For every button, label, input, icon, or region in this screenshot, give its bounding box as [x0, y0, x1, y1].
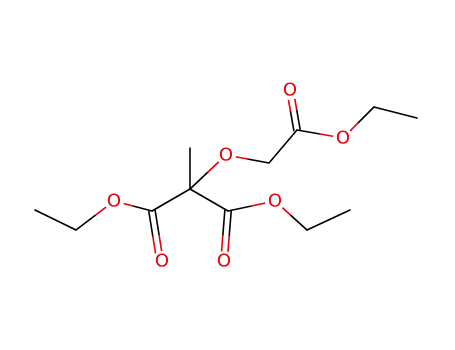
bond-left-c-double-o-b-c [154, 209, 160, 237]
atom-label: O [336, 128, 350, 149]
bond-ch2-carbonyl [268, 129, 298, 164]
bond-left-o-ethyl-ch2-b [75, 214, 96, 231]
bond-layer [34, 88, 418, 263]
atom-o-carbonyl-right: O [214, 251, 234, 272]
atom-o-carbonyl-top: O [280, 80, 300, 101]
bond-top-c-double-o-b-c [289, 109, 295, 132]
atom-o-carbonyl-left: O [152, 251, 172, 272]
bond-top-c-double-o-a-c [295, 108, 301, 131]
bond-quaternary-o-ether-a [189, 171, 209, 190]
atom-o-ether: O [216, 145, 236, 166]
bond-left-ethyl-ch3 [34, 209, 77, 231]
bond-quaternary-right-carbonyl [189, 188, 229, 212]
atom-o-ester-top: O [333, 128, 353, 149]
bond-left-carbonyl-o-ester-a [132, 205, 153, 212]
bond-o-ethyl-ch2-b [357, 106, 375, 124]
atom-label-layer: O O O O O O O [104, 80, 353, 272]
atom-label: O [219, 145, 233, 166]
atom-label: O [283, 80, 297, 101]
atom-label: O [268, 191, 282, 212]
bond-quaternary-left-carbonyl [151, 188, 191, 212]
bond-right-o-ethyl-ch2-b [290, 214, 308, 231]
atom-label: O [217, 251, 231, 272]
bond-right-c-double-o-b-c [228, 210, 232, 238]
atom-o-ester-left: O [104, 191, 124, 212]
bond-carbonyl-o-ester-a [296, 129, 321, 135]
bond-right-ethyl-ch3 [306, 209, 351, 231]
bond-right-carbonyl-o-ester-a [227, 205, 253, 212]
bond-ch2-o-ether-a [246, 158, 270, 164]
atom-label: O [155, 251, 169, 272]
atom-label: O [107, 191, 121, 212]
bond-left-c-double-o-a-c [148, 210, 154, 238]
bond-ethyl-ch3 [373, 106, 418, 119]
atom-o-ester-right: O [265, 191, 285, 212]
bond-right-c-double-o-a-c [222, 209, 226, 237]
